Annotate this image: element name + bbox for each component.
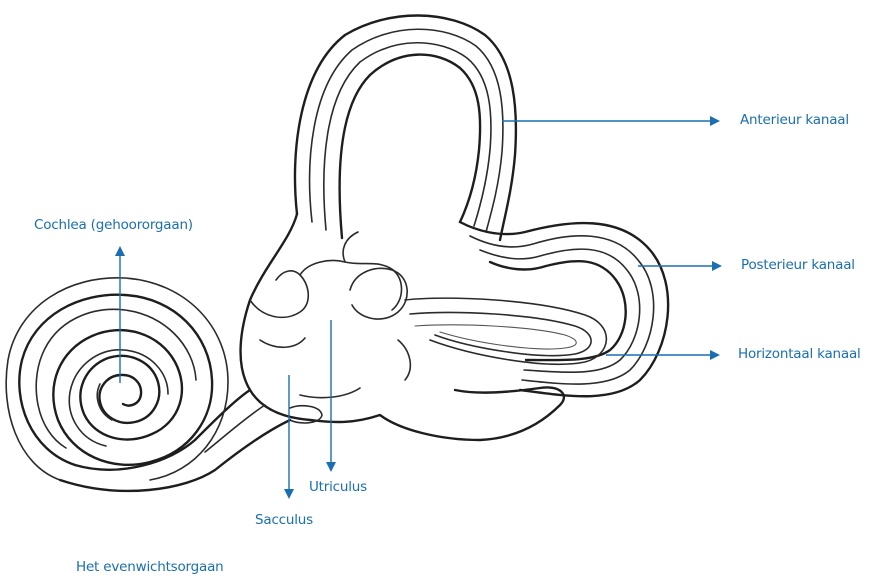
- label-horizontaal-kanaal: Horizontaal kanaal: [738, 346, 861, 362]
- cochlear-duct: [60, 390, 290, 491]
- anterior-canal: [295, 15, 516, 240]
- caption: Het evenwichtsorgaan: [76, 559, 224, 575]
- cochlea-spiral: [6, 278, 228, 480]
- label-utriculus: Utriculus: [309, 479, 367, 495]
- label-cochlea: Cochlea (gehoororgaan): [34, 217, 193, 233]
- label-sacculus: Sacculus: [255, 512, 313, 528]
- label-posterieur-kanaal: Posterieur kanaal: [741, 257, 855, 273]
- horizontal-canal: [405, 298, 606, 364]
- label-anterieur-kanaal: Anterieur kanaal: [740, 112, 849, 128]
